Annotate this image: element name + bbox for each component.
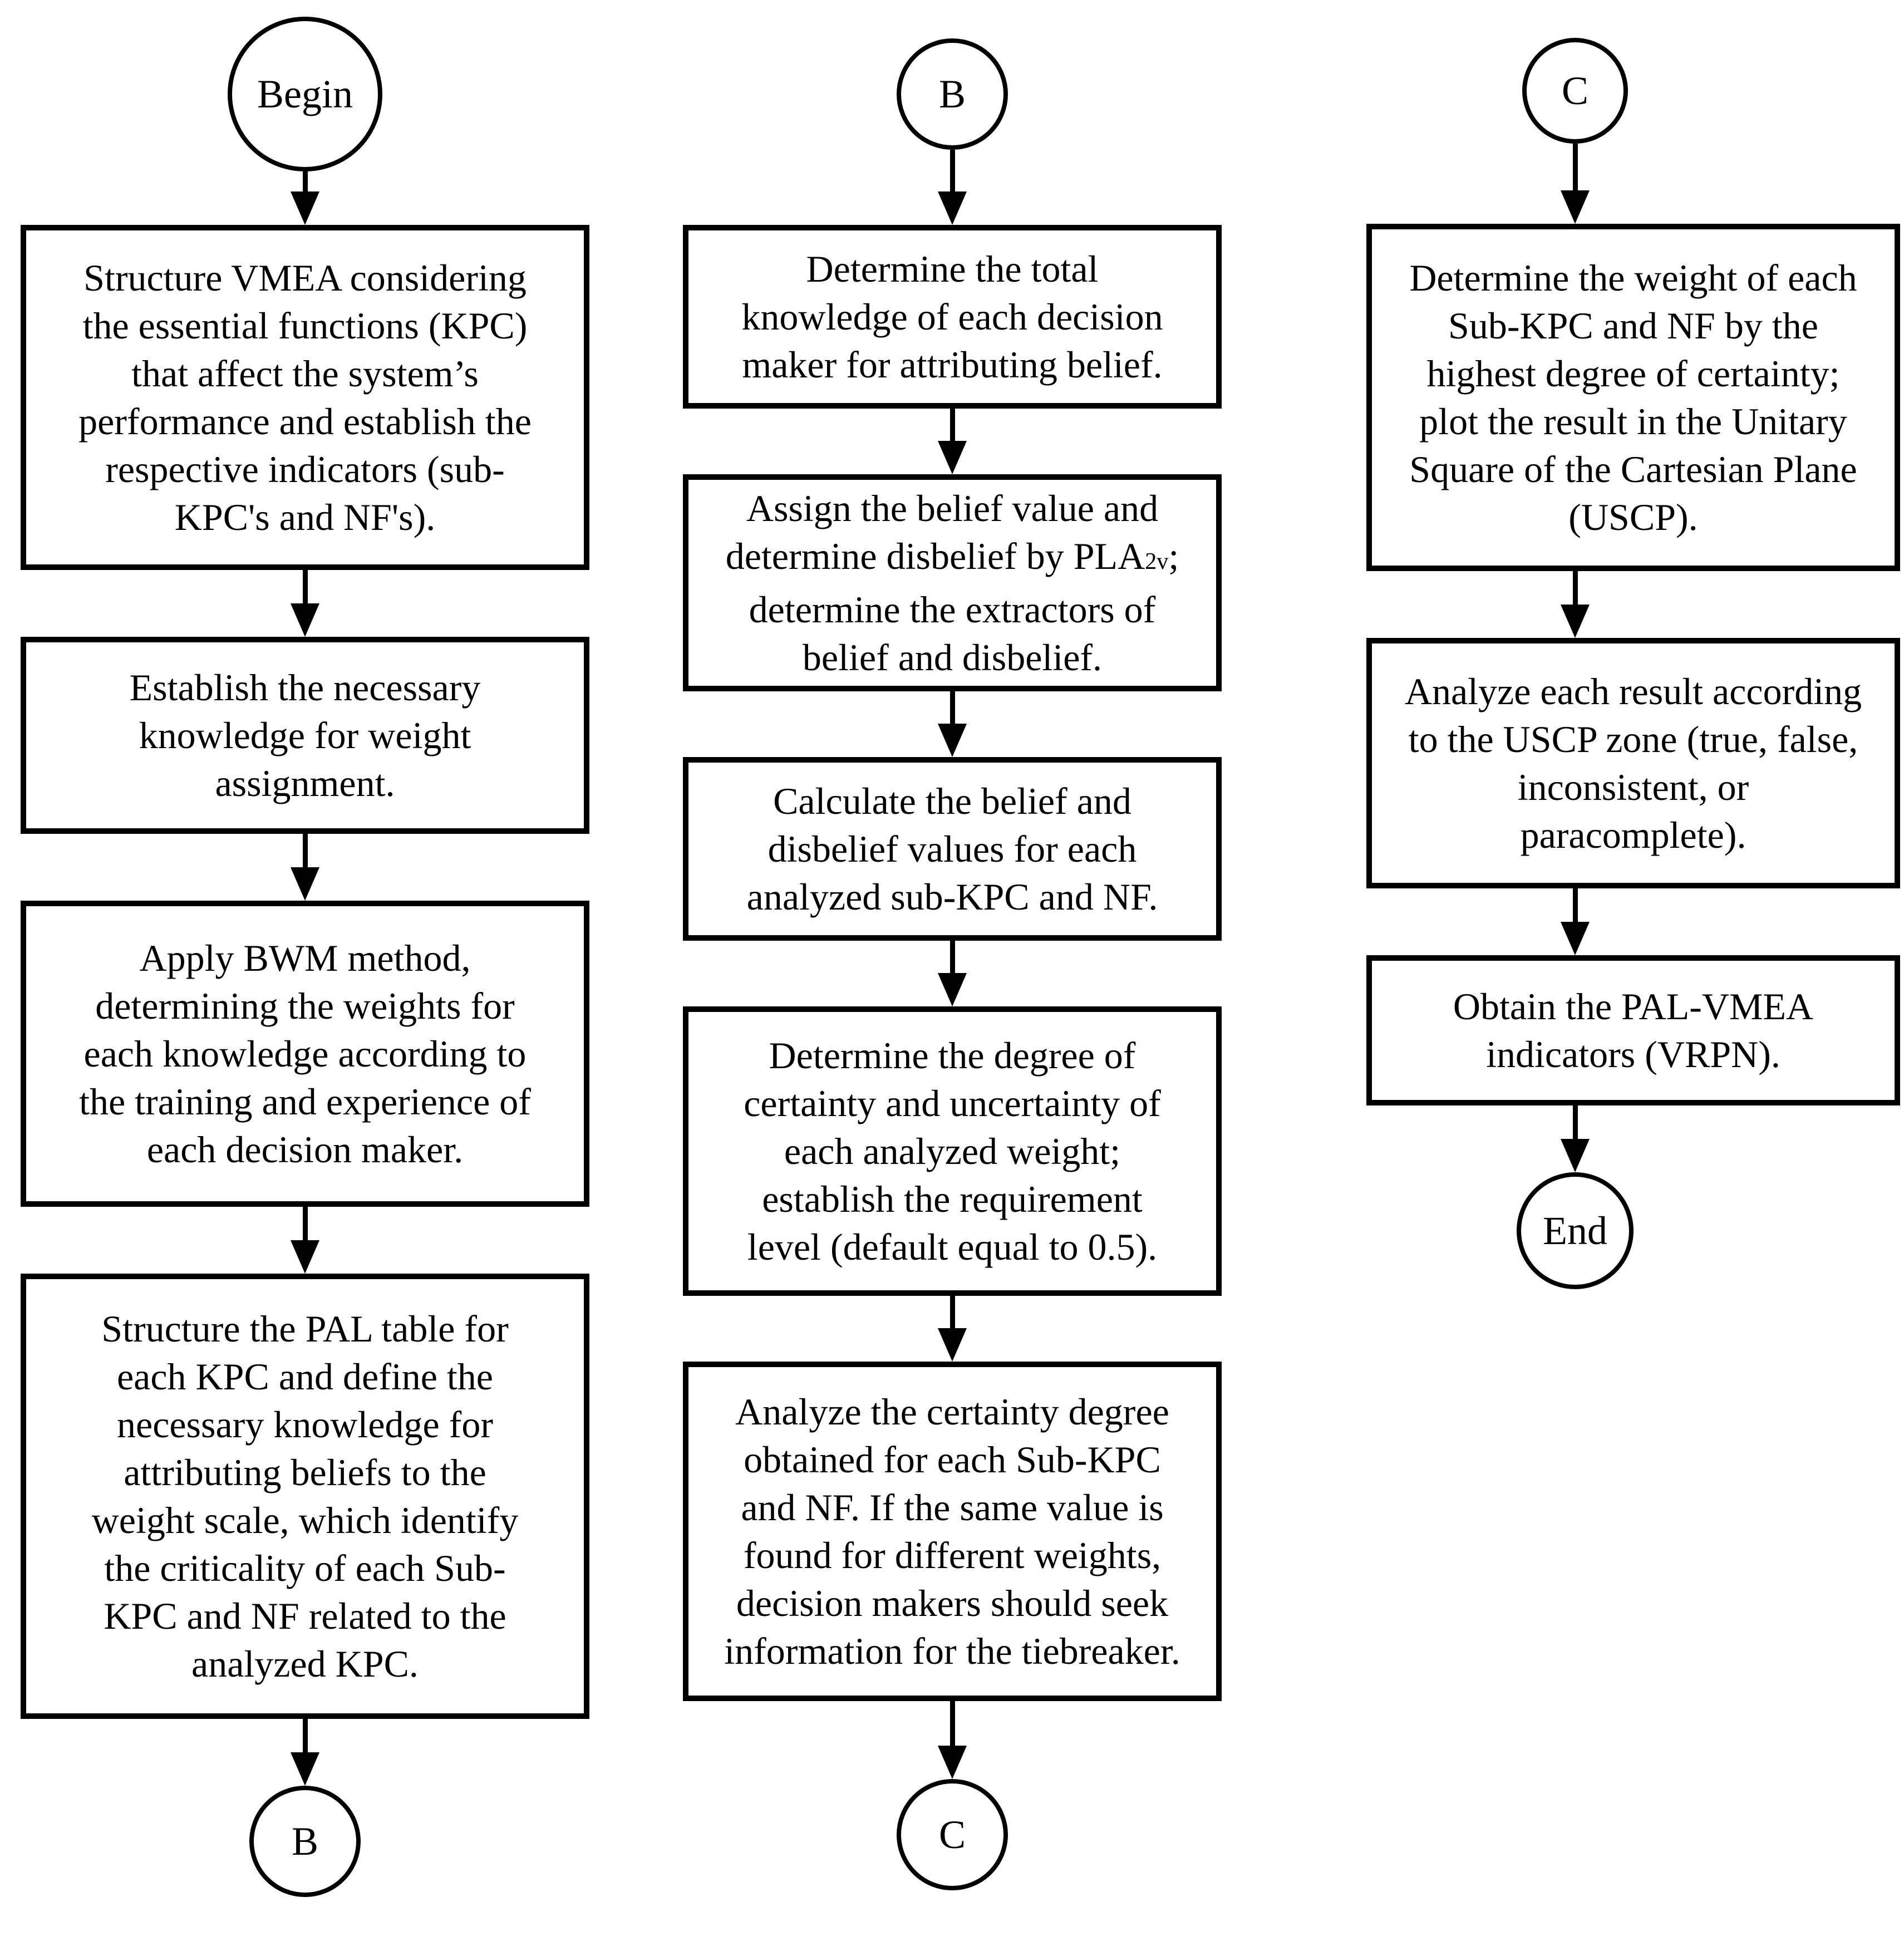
process-box-calculate-belief: Calculate the belief and disbelief value… bbox=[683, 757, 1222, 941]
process-text-line: determine the extractors of bbox=[749, 588, 1156, 631]
arrow-shaft bbox=[949, 941, 955, 973]
terminator-begin: Begin bbox=[228, 17, 382, 171]
terminator-end-label: End bbox=[1543, 1208, 1607, 1253]
flow-arrow bbox=[1558, 144, 1592, 224]
process-text: Analyze the certainty degree obtained fo… bbox=[724, 1390, 1180, 1672]
arrow-shaft bbox=[949, 150, 955, 191]
flow-column-3: C Determine the weight of each Sub-KPC a… bbox=[1366, 0, 1900, 1289]
arrow-shaft bbox=[1572, 888, 1578, 922]
process-box-assign-belief: Assign the belief value and determine di… bbox=[683, 474, 1222, 691]
arrow-shaft bbox=[302, 171, 308, 191]
process-text-line: Assign the belief value and bbox=[746, 487, 1159, 529]
connector-c-out: C bbox=[897, 1779, 1008, 1890]
terminator-end: End bbox=[1517, 1172, 1634, 1289]
arrow-head-icon bbox=[938, 973, 967, 1006]
connector-b-out-label: B bbox=[291, 1819, 319, 1864]
flow-arrow bbox=[938, 409, 967, 474]
process-text: Establish the necessary knowledge for we… bbox=[129, 666, 481, 804]
flow-arrow bbox=[938, 941, 967, 1006]
arrow-shaft bbox=[1572, 571, 1578, 605]
arrow-head-icon bbox=[938, 1328, 967, 1362]
arrow-head-icon bbox=[938, 191, 967, 225]
arrow-head-icon bbox=[1561, 190, 1590, 224]
flow-arrow bbox=[291, 1719, 319, 1786]
arrow-shaft bbox=[1572, 1105, 1578, 1139]
process-box-total-knowledge: Determine the total knowledge of each de… bbox=[683, 225, 1222, 409]
flow-arrow bbox=[1558, 571, 1592, 638]
arrow-shaft bbox=[302, 1207, 308, 1240]
flow-column-1: Begin Structure VMEA considering the ess… bbox=[21, 0, 589, 1897]
arrow-shaft bbox=[1572, 144, 1578, 190]
process-text: Assign the belief value and determine di… bbox=[726, 484, 1179, 681]
process-text: Calculate the belief and disbelief value… bbox=[746, 780, 1158, 918]
flow-arrow bbox=[938, 1296, 967, 1362]
arrow-head-icon bbox=[1561, 922, 1590, 955]
process-text: Structure VMEA considering the essential… bbox=[78, 257, 532, 538]
arrow-head-icon bbox=[938, 1746, 967, 1779]
arrow-head-icon bbox=[938, 724, 967, 757]
arrow-head-icon bbox=[291, 191, 319, 225]
flow-arrow bbox=[938, 1701, 967, 1779]
flow-arrow bbox=[1558, 1105, 1592, 1172]
arrow-head-icon bbox=[1561, 605, 1590, 638]
process-text: Structure the PAL table for each KPC and… bbox=[91, 1308, 519, 1685]
terminator-begin-label: Begin bbox=[257, 71, 353, 116]
arrow-shaft bbox=[949, 409, 955, 441]
arrow-shaft bbox=[302, 834, 308, 867]
arrow-head-icon bbox=[291, 867, 319, 901]
arrow-head-icon bbox=[291, 603, 319, 637]
process-text-line: determine disbelief by PLA2v; bbox=[726, 532, 1179, 586]
flow-arrow bbox=[291, 570, 319, 637]
process-text: Obtain the PAL-VMEA indicators (VRPN). bbox=[1453, 985, 1814, 1075]
arrow-shaft bbox=[949, 1701, 955, 1746]
flow-arrow bbox=[291, 1207, 319, 1274]
process-box-obtain-vrpn: Obtain the PAL-VMEA indicators (VRPN). bbox=[1366, 955, 1900, 1105]
process-box-weight-uscp: Determine the weight of each Sub-KPC and… bbox=[1366, 224, 1900, 571]
process-box-structure-pal-table: Structure the PAL table for each KPC and… bbox=[21, 1274, 589, 1719]
process-box-establish-knowledge: Establish the necessary knowledge for we… bbox=[21, 637, 589, 834]
arrow-head-icon bbox=[291, 1752, 319, 1786]
flow-arrow bbox=[938, 150, 967, 225]
flow-arrow bbox=[291, 834, 319, 901]
arrow-shaft bbox=[302, 570, 308, 603]
connector-c-in: C bbox=[1522, 38, 1628, 144]
process-text-line: belief and disbelief. bbox=[802, 636, 1103, 679]
connector-b-in: B bbox=[897, 38, 1008, 150]
pla-label: determine disbelief by PLA bbox=[725, 535, 1145, 577]
process-text: Determine the total knowledge of each de… bbox=[741, 248, 1163, 386]
process-box-analyze-certainty: Analyze the certainty degree obtained fo… bbox=[683, 1362, 1222, 1701]
pla-subscript: 2v bbox=[1145, 548, 1169, 574]
process-text: Determine the degree of certainty and un… bbox=[744, 1034, 1161, 1268]
connector-b-out: B bbox=[249, 1786, 361, 1897]
pla-punct: ; bbox=[1168, 535, 1179, 577]
flow-arrow bbox=[1558, 888, 1592, 955]
arrow-shaft bbox=[949, 691, 955, 724]
arrow-head-icon bbox=[938, 441, 967, 474]
connector-b-in-label: B bbox=[938, 71, 966, 116]
process-box-uscp-zone: Analyze each result according to the USC… bbox=[1366, 638, 1900, 888]
flow-column-2: B Determine the total knowledge of each … bbox=[683, 0, 1222, 1890]
process-box-structure-vmea: Structure VMEA considering the essential… bbox=[21, 225, 589, 570]
flow-arrow bbox=[938, 691, 967, 757]
process-box-degree-certainty: Determine the degree of certainty and un… bbox=[683, 1006, 1222, 1296]
flow-arrow bbox=[291, 171, 319, 225]
arrow-shaft bbox=[302, 1719, 308, 1752]
process-text: Determine the weight of each Sub-KPC and… bbox=[1409, 257, 1857, 538]
connector-c-in-label: C bbox=[1561, 68, 1589, 113]
arrow-head-icon bbox=[1561, 1139, 1590, 1172]
arrow-head-icon bbox=[291, 1240, 319, 1274]
process-text: Apply BWM method, determining the weight… bbox=[79, 937, 531, 1171]
arrow-shaft bbox=[949, 1296, 955, 1328]
process-box-apply-bwm: Apply BWM method, determining the weight… bbox=[21, 901, 589, 1207]
process-text: Analyze each result according to the USC… bbox=[1404, 670, 1862, 856]
connector-c-out-label: C bbox=[938, 1812, 966, 1857]
